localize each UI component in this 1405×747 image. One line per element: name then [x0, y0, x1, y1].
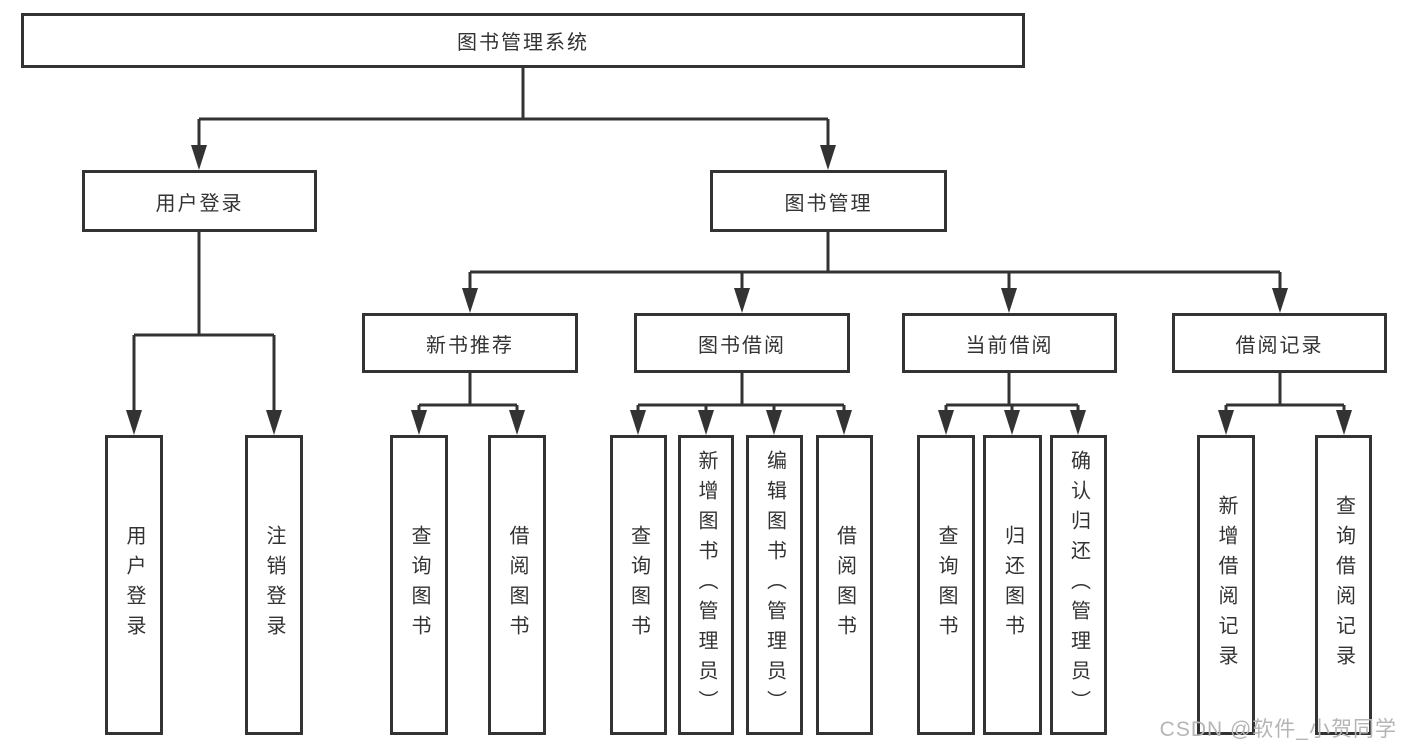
arrowhead-icon [734, 288, 750, 313]
node-label: 借阅图书 [506, 525, 528, 645]
node-label: 确认归还（管理员） [1067, 450, 1090, 720]
node-user-login: 用户登录 [82, 170, 317, 232]
node-book-borrowing: 图书借阅 [634, 313, 850, 373]
node-label: 新增图书（管理员） [695, 450, 717, 720]
leaf-query-books-current: 查询图书 [917, 435, 975, 735]
leaf-borrow-books-recommend: 借阅图书 [488, 435, 546, 735]
arrowhead-icon [836, 410, 852, 435]
node-new-book-recommendation: 新书推荐 [362, 313, 578, 373]
node-label: 图书管理 [784, 192, 873, 215]
node-label: 图书借阅 [698, 334, 786, 357]
arrowhead-icon [191, 145, 207, 170]
node-current-borrowing: 当前借阅 [902, 313, 1117, 373]
arrowhead-icon [1336, 410, 1352, 435]
csdn-watermark: CSDN @软件_小贺同学 [1159, 718, 1397, 741]
leaf-borrow-books: 借阅图书 [816, 435, 873, 735]
node-label: 查询图书 [935, 525, 957, 645]
node-label: 图书管理系统 [457, 32, 589, 54]
arrowhead-icon [1070, 410, 1086, 435]
leaf-user-login: 用户登录 [105, 435, 163, 735]
node-label: 用户登录 [123, 525, 145, 645]
arrowhead-icon [462, 288, 478, 313]
leaf-logout: 注销登录 [245, 435, 303, 735]
node-label: 归还图书 [1001, 525, 1024, 645]
arrowhead-icon [1001, 288, 1017, 313]
arrowhead-icon [630, 410, 646, 435]
leaf-add-book-admin: 新增图书（管理员） [678, 435, 734, 735]
leaf-edit-book-admin: 编辑图书（管理员） [746, 435, 803, 735]
node-label: 注销登录 [263, 525, 285, 645]
arrowhead-icon [1004, 410, 1020, 435]
arrowhead-icon [1218, 410, 1234, 435]
node-label: 借阅图书 [833, 525, 856, 645]
arrowhead-icon [938, 410, 954, 435]
node-label: 新书推荐 [426, 334, 514, 357]
arrowhead-icon [126, 410, 142, 435]
node-label: 当前借阅 [965, 334, 1054, 357]
node-book-management: 图书管理 [710, 170, 947, 232]
leaf-query-borrow-record: 查询借阅记录 [1315, 435, 1372, 735]
node-label: 查询图书 [408, 525, 430, 645]
node-label: 查询借阅记录 [1332, 495, 1355, 675]
leaf-confirm-return-admin: 确认归还（管理员） [1050, 435, 1107, 735]
node-label: 查询图书 [627, 525, 650, 645]
arrowhead-icon [266, 410, 282, 435]
node-label: 新增借阅记录 [1215, 495, 1237, 675]
node-borrowing-records: 借阅记录 [1172, 313, 1387, 373]
leaf-query-books-recommend: 查询图书 [390, 435, 448, 735]
leaf-query-books-borrow: 查询图书 [610, 435, 667, 735]
arrowhead-icon [411, 410, 427, 435]
arrowhead-icon [509, 410, 525, 435]
arrowhead-icon [820, 145, 836, 170]
arrowhead-icon [766, 410, 782, 435]
node-label: 编辑图书（管理员） [763, 450, 786, 720]
node-label: 借阅记录 [1235, 334, 1324, 357]
leaf-add-borrow-record: 新增借阅记录 [1197, 435, 1255, 735]
node-label: 用户登录 [155, 192, 244, 215]
node-library-management-system: 图书管理系统 [21, 13, 1025, 68]
leaf-return-books: 归还图书 [983, 435, 1042, 735]
arrowhead-icon [698, 410, 714, 435]
arrowhead-icon [1272, 288, 1288, 313]
